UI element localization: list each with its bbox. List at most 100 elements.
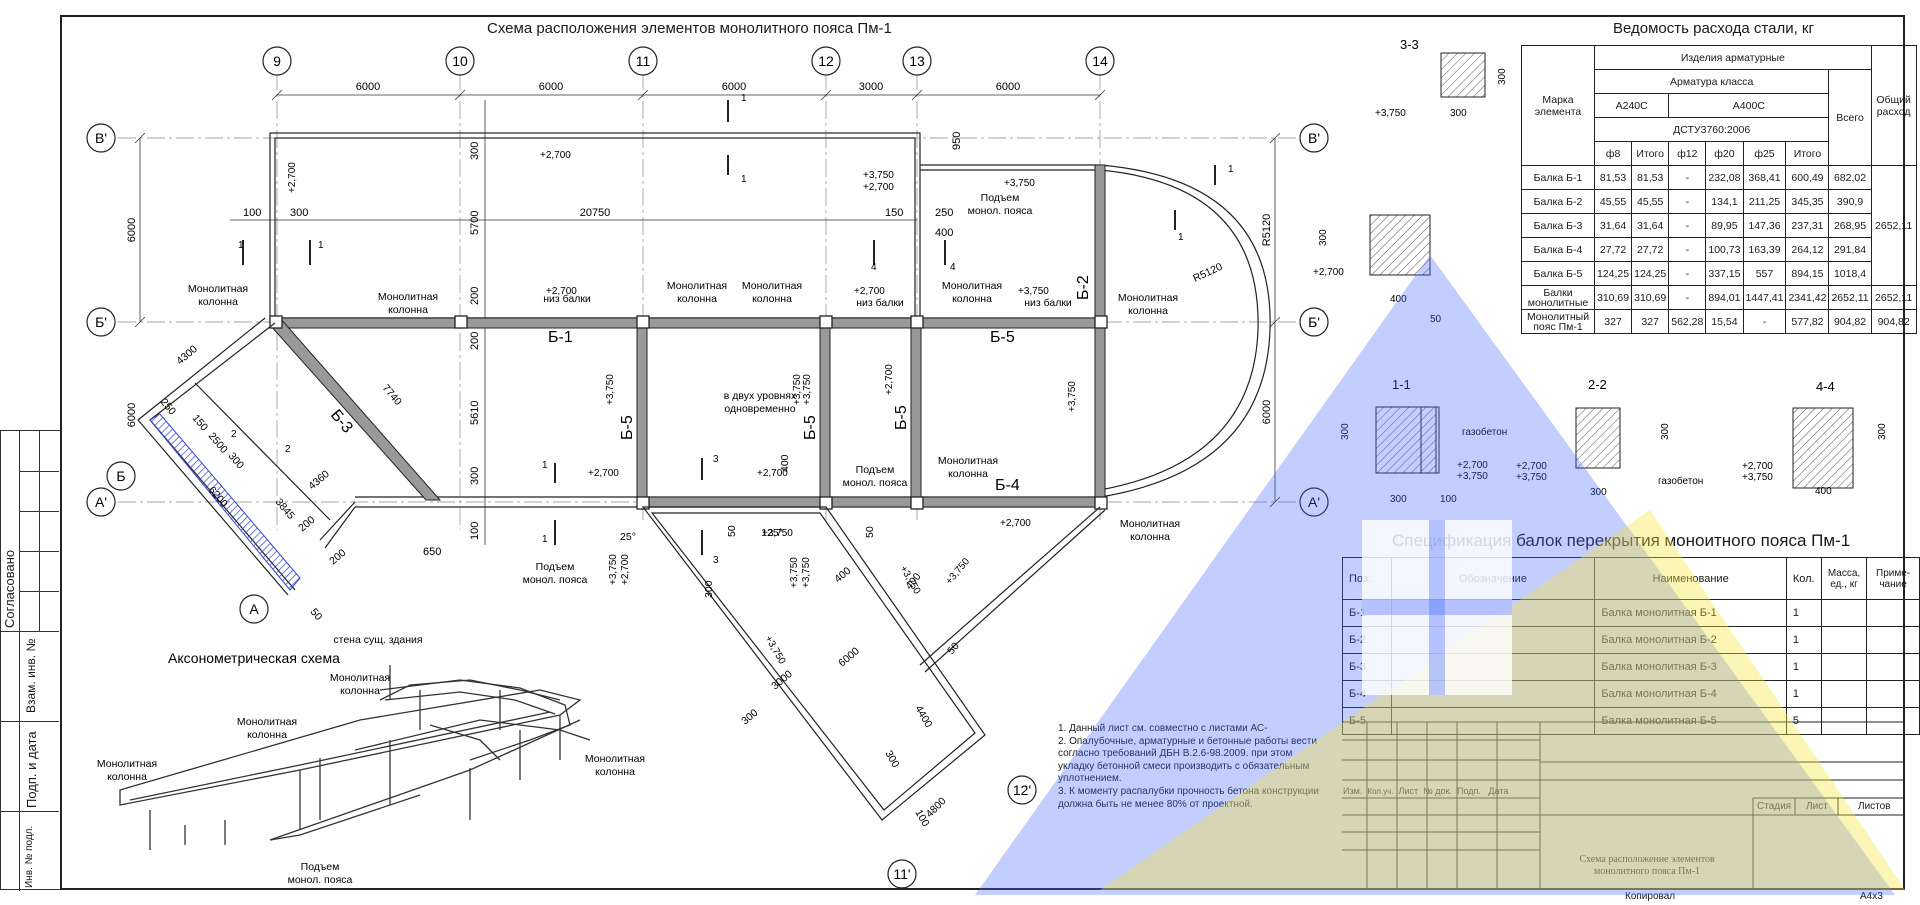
level-mark: +3,750 bbox=[605, 374, 616, 405]
callout-text: колонна bbox=[1128, 305, 1168, 317]
steel-sub: ф25 bbox=[1742, 141, 1787, 166]
axis-label: В' bbox=[1308, 130, 1320, 146]
axis-label: 14 bbox=[1092, 53, 1108, 69]
dim-text: 4300 bbox=[174, 343, 200, 367]
beam-label: Б-5 bbox=[802, 415, 819, 440]
dim-text: 200 bbox=[327, 547, 348, 568]
trapezoid-outline bbox=[641, 506, 1106, 821]
dim-text: 300 bbox=[1877, 423, 1888, 440]
spec-head: Обозначение bbox=[1390, 557, 1596, 600]
dim-text: 6000 bbox=[539, 81, 563, 93]
section-mark-labels: 1 1 1 1 2 2 3 3 4 4 1 1 1 1 bbox=[231, 93, 1234, 566]
dim-text: 4400 bbox=[912, 704, 934, 730]
section-num: 1 bbox=[741, 93, 747, 104]
callout-text: низ балки bbox=[856, 297, 904, 309]
axis-label: А bbox=[249, 601, 259, 617]
level-mark: +2,700 bbox=[540, 150, 571, 161]
side-divider bbox=[19, 471, 59, 472]
column-callouts: Монолитная колонна Монолитная колонна Мо… bbox=[188, 192, 1180, 646]
dim-text: 300 bbox=[290, 207, 308, 219]
level-mark: +3,750 bbox=[801, 557, 812, 588]
axis-bubbles-side bbox=[86, 123, 1329, 889]
dim-text: 400 bbox=[935, 227, 953, 239]
dim-text: 20750 bbox=[580, 207, 611, 219]
callout-text: монол. пояса bbox=[968, 205, 1033, 217]
side-divider bbox=[1, 721, 59, 722]
level-mark: +2,700 bbox=[884, 364, 895, 395]
axis-label: 9 bbox=[273, 53, 281, 69]
dim-text: 300 bbox=[739, 707, 760, 728]
level-mark: +2,700 bbox=[1000, 518, 1031, 529]
section-titles: 3-3 1-1 2-2 4-4 bbox=[1392, 37, 1835, 394]
side-divider bbox=[19, 591, 59, 592]
axon-title: Аксонометрическая схема bbox=[168, 650, 340, 666]
level-mark: +3,750 bbox=[1018, 286, 1049, 297]
beam-labels: Б-1 Б-5 Б-2 Б-3 Б-4 Б-5 Б-5 Б-5 bbox=[327, 275, 1092, 494]
dim-text: 6000 bbox=[126, 218, 138, 242]
dim-text: 150 bbox=[885, 207, 903, 219]
callout-text: колонна bbox=[677, 293, 717, 305]
level-mark: +3,750 bbox=[762, 634, 787, 667]
dim-text: 6000 bbox=[996, 81, 1020, 93]
axis-label: В' bbox=[95, 130, 107, 146]
dim-text: 3845 bbox=[273, 496, 297, 522]
steel-head-class: Арматура класса bbox=[1593, 69, 1830, 94]
axis-label: Б' bbox=[95, 314, 107, 330]
axis-bubbles-top bbox=[262, 46, 1115, 76]
radius-text: R5120 bbox=[1191, 261, 1224, 285]
level-mark: +2,700 bbox=[620, 554, 631, 585]
level-mark: +2,700 bbox=[863, 182, 894, 193]
level-mark: +3,750 bbox=[1004, 178, 1035, 189]
axis-label: 11' bbox=[893, 866, 910, 882]
section-title: 2-2 bbox=[1588, 377, 1607, 392]
section-title: 1-1 bbox=[1392, 377, 1411, 392]
level-mark: +3,750 bbox=[944, 556, 973, 587]
level-mark: +3,750 bbox=[863, 170, 894, 181]
note-line: 1. Данный лист см. совместно с листами А… bbox=[1058, 723, 1268, 734]
section-num: 1 bbox=[542, 460, 548, 471]
dim-text: 300 bbox=[1340, 423, 1351, 440]
dim-text: 300 bbox=[1318, 229, 1329, 246]
spec-title: Спецификация балок перекрытия моноитного… bbox=[1392, 531, 1851, 550]
axis-label: Б bbox=[116, 468, 125, 484]
stamp-format: А4х3 bbox=[1860, 891, 1883, 902]
dim-text: 7740 bbox=[380, 382, 404, 408]
callout-text: в двух уровнях bbox=[724, 390, 797, 402]
dim-text: 650 bbox=[423, 546, 441, 558]
callout-text: 25° bbox=[620, 531, 636, 543]
callout-text: Монолитная bbox=[378, 291, 438, 303]
stamp-cols: Изм. Кол.уч. Лист № док. Подп. Дата bbox=[1343, 786, 1509, 796]
axis-label: А' bbox=[95, 494, 107, 510]
callout-text: Монолитная bbox=[1120, 518, 1180, 530]
note-line: 3. К моменту распалубки прочность бетона… bbox=[1058, 785, 1319, 797]
level-mark: +2,700 bbox=[588, 468, 619, 479]
axis-label: 10 bbox=[452, 53, 468, 69]
dim-text: 250 bbox=[935, 207, 953, 219]
dim-text: 400 bbox=[832, 565, 853, 586]
spec-table: Поз. Обозначение Наименование Кол. Масса… bbox=[1342, 557, 1920, 735]
spec-head: Приме- чание bbox=[1866, 557, 1920, 600]
dim-text: 300 bbox=[1450, 108, 1467, 119]
beam-label: Б-5 bbox=[990, 329, 1015, 346]
callout-text: стена сущ. здания bbox=[333, 634, 422, 646]
dim-text: 400 bbox=[1815, 486, 1832, 497]
side-divider bbox=[1, 811, 59, 812]
beam-label: Б-5 bbox=[893, 405, 910, 430]
callout-text: колонна bbox=[595, 766, 635, 778]
note-line: уплотнением. bbox=[1058, 773, 1122, 785]
callout-text: колонна bbox=[388, 304, 428, 316]
dim-text: 100 bbox=[243, 207, 261, 219]
dim-text: 50 bbox=[864, 526, 876, 538]
section-num: 1 bbox=[741, 174, 747, 185]
callout-text: колонна bbox=[752, 293, 792, 305]
callout-text: колонна bbox=[948, 468, 988, 480]
dim-line-left bbox=[134, 132, 1281, 508]
dim-text: 300 bbox=[469, 142, 481, 160]
dim-text: 50 bbox=[1430, 314, 1442, 325]
wing-dims: 4300 250 150 2500 300 3845 4360 7740 620… bbox=[158, 261, 1225, 623]
side-strip bbox=[0, 430, 60, 891]
